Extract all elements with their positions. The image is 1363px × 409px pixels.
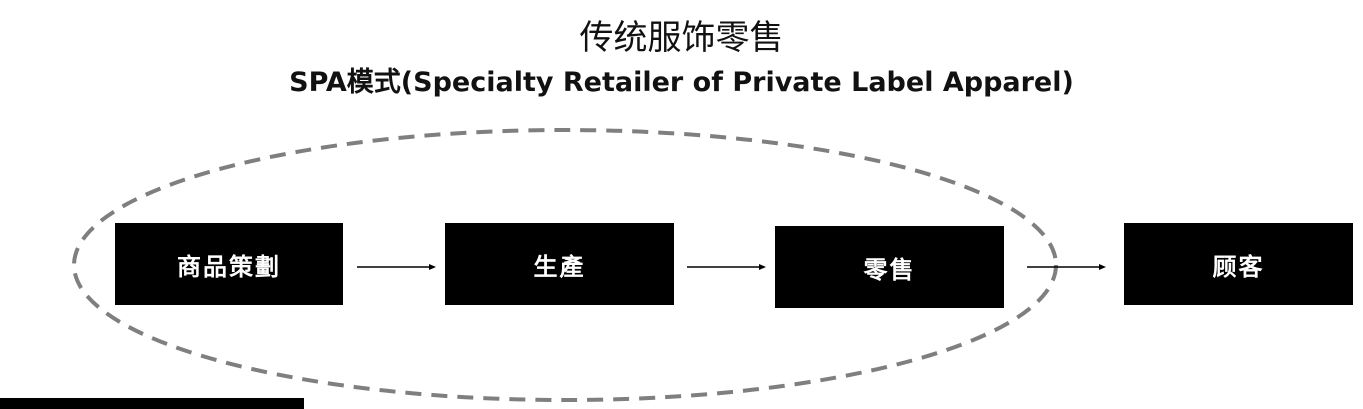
diagram-subtitle: SPA模式(Specialty Retailer of Private Labe… <box>289 67 1074 98</box>
step-label: 顾客 <box>1212 252 1265 281</box>
step-box-planning: 商品策劃 <box>115 223 343 305</box>
step-box-customer: 顾客 <box>1124 223 1353 305</box>
arrow-icon <box>357 264 436 270</box>
step-label: 商品策劃 <box>177 252 281 281</box>
step-box-production: 生產 <box>445 223 674 305</box>
arrow-icon <box>687 264 766 270</box>
step-label: 生產 <box>533 252 586 281</box>
arrow-icon <box>1027 264 1106 270</box>
diagram-title: 传统服饰零售 <box>579 18 784 58</box>
bottom-bar <box>0 398 304 409</box>
step-box-retail: 零售 <box>775 226 1004 308</box>
step-label: 零售 <box>863 255 916 284</box>
dashed-ellipse <box>72 128 1058 402</box>
